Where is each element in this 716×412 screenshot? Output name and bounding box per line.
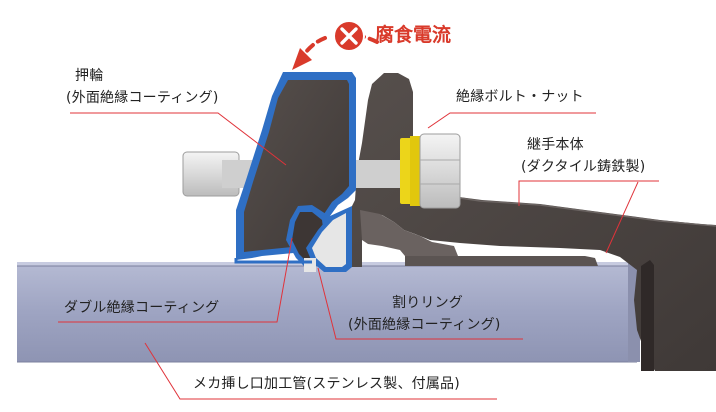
double-coating-leader [58,237,293,323]
gland-title: 押輪 [75,68,104,84]
gland-subtitle: (外面絶縁コーティング) [66,90,219,106]
ring-title: 割りリング [392,295,463,311]
pipe-label: メカ挿し口加工管(ステンレス製、付属品) [193,376,460,392]
body-title: 継手本体 [527,137,584,153]
pipe-leader [144,342,497,400]
body-leader [518,180,659,206]
split-ring [304,206,352,272]
gland-leader [70,112,287,166]
corrosion-current-label: 腐食電流 [375,24,452,46]
bolt-label: 絶縁ボルト・ナット [456,89,584,105]
joint-body [352,73,716,371]
ring-subtitle: (外面絶縁コーティング) [348,317,501,333]
pipe-coating-line [234,258,312,264]
x-circle-icon [333,20,365,52]
leader-lines [58,112,659,400]
ring-leader [317,267,523,340]
bolt-leader [427,112,596,129]
body-subtitle: (ダクタイル鋳鉄製) [521,159,646,175]
body-leader-2 [605,181,639,254]
double-coating-label: ダブル絶縁コーティング [64,300,220,316]
